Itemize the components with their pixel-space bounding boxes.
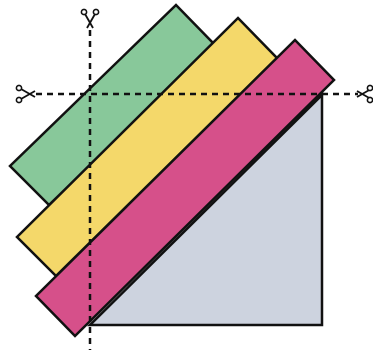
scissors-icon-left <box>15 84 36 104</box>
scissors-icon-top <box>80 8 100 29</box>
pink-strip <box>34 38 336 338</box>
scissors-icon-right <box>356 84 373 104</box>
gray-triangle <box>86 92 324 327</box>
